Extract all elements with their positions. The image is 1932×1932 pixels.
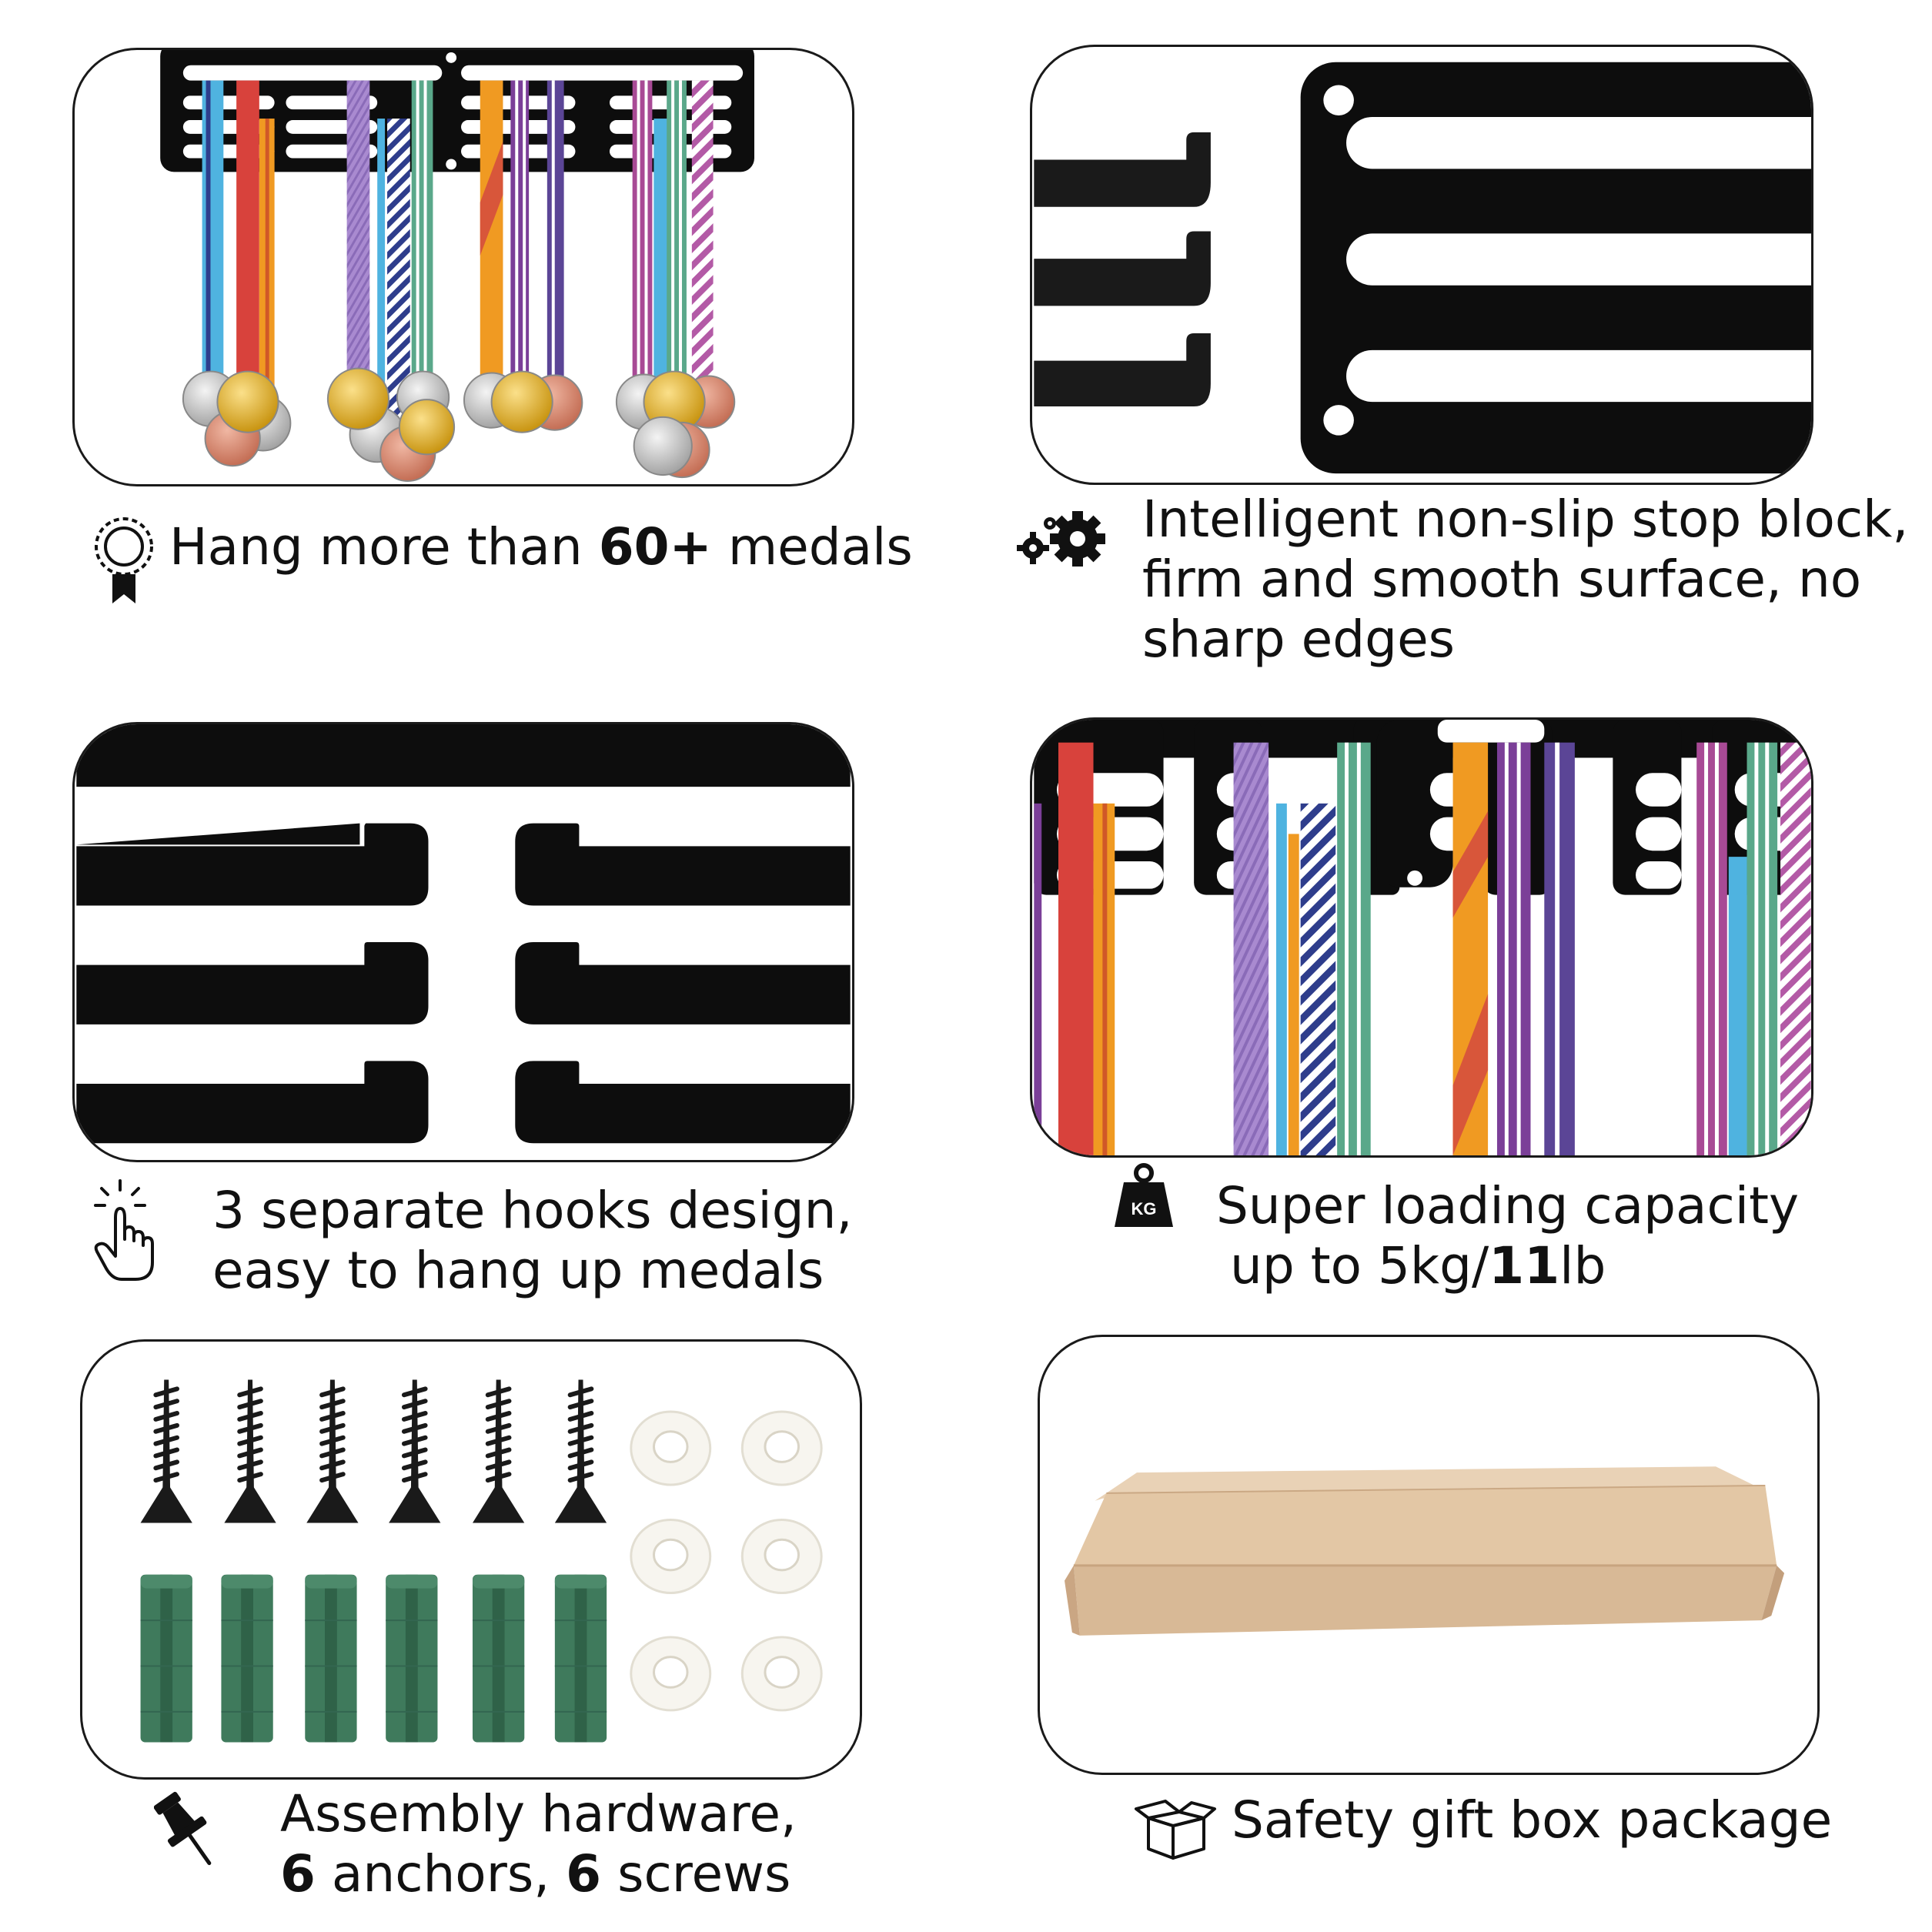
- medal-rack-illustration: [160, 50, 754, 483]
- left-hooks: [76, 823, 429, 1144]
- hook-arms: [1034, 132, 1211, 407]
- caption-hardware-screws-count: 6: [566, 1844, 602, 1904]
- caption-capacity-line1: Super loading capacity: [1216, 1176, 1800, 1235]
- screws-row: [141, 1379, 607, 1523]
- caption-hardware-anchors-count: 6: [280, 1844, 316, 1904]
- caption-hooks-line1: 3 separate hooks design,: [212, 1181, 853, 1240]
- box-top: [1073, 1485, 1777, 1566]
- caption-hooks-line2: easy to hang up medals: [212, 1241, 824, 1300]
- ribbons-closeup: [1034, 742, 1811, 1155]
- stop-block-illustration: [1034, 62, 1811, 474]
- hardware-photo-panel: [80, 1339, 862, 1780]
- tap-hand-icon: [91, 1178, 160, 1282]
- stop-block-closeup-panel: [1030, 45, 1813, 485]
- washers-grid: [630, 1410, 823, 1712]
- caption-hardware-anchors-label: anchors,: [315, 1844, 567, 1904]
- anchors-row: [139, 1573, 608, 1743]
- medals-cluster: [182, 367, 736, 483]
- caption-gift-box: Safety gift box package: [1232, 1790, 1832, 1850]
- caption-medal-count-pre: Hang more than: [169, 517, 599, 577]
- ribbons-group-4: [632, 80, 714, 423]
- kg-label: KG: [1131, 1199, 1157, 1218]
- caption-capacity: Super loading capacity up to 5kg/11lb: [1216, 1176, 1799, 1296]
- gears-icon: [1010, 508, 1110, 573]
- caption-hardware: Assembly hardware, 6 anchors, 6 screws: [280, 1784, 797, 1904]
- caption-hardware-screws-label: screws: [601, 1844, 791, 1904]
- top-bar: [76, 724, 851, 787]
- caption-capacity-line2: up to 5kg/11lb: [1216, 1236, 1799, 1296]
- medal-rack-photo-panel: [72, 48, 854, 486]
- ribbons-group-2: [346, 80, 433, 423]
- caption-capacity-pre: up to 5kg/: [1230, 1236, 1489, 1295]
- caption-medal-count: Hang more than 60+ medals: [169, 517, 913, 577]
- box-front: [1073, 1565, 1777, 1636]
- caption-capacity-number: 11: [1489, 1236, 1560, 1295]
- ribbons-closeup-panel: [1030, 717, 1813, 1158]
- caption-non-slip-line1: Intelligent non-slip stop block,: [1142, 490, 1909, 549]
- right-hooks: [515, 823, 851, 1144]
- hooks-illustration: [76, 724, 851, 1144]
- caption-hardware-line1: Assembly hardware,: [280, 1784, 797, 1843]
- push-pin-icon: [154, 1787, 219, 1874]
- ribbons-group-3: [480, 80, 564, 416]
- caption-gift-box-text: Safety gift box package: [1232, 1790, 1833, 1850]
- caption-hardware-line2: 6 anchors, 6 screws: [280, 1844, 797, 1904]
- caption-capacity-post: lb: [1559, 1236, 1606, 1295]
- ribbons-group-1: [202, 80, 275, 423]
- caption-non-slip-line2: firm and smooth surface, no: [1142, 550, 1862, 609]
- open-box-icon: [1133, 1792, 1218, 1861]
- ribbons-illustration: [1034, 720, 1811, 1155]
- kg-weight-icon: KG: [1113, 1162, 1175, 1230]
- gift-box-illustration: [1065, 1466, 1785, 1636]
- caption-hooks: 3 separate hooks design, easy to hang up…: [212, 1181, 852, 1301]
- hardware-illustration: [82, 1342, 823, 1743]
- gift-box-photo-panel: [1038, 1335, 1820, 1775]
- hooks-closeup-panel: [72, 722, 854, 1162]
- caption-non-slip-line3: sharp edges: [1142, 610, 1456, 669]
- plate-slots: [1323, 85, 1811, 436]
- rosette-medal-icon: [94, 514, 154, 605]
- caption-non-slip: Intelligent non-slip stop block, firm an…: [1142, 490, 1908, 670]
- caption-medal-count-post: medals: [711, 517, 913, 577]
- caption-medal-count-number: 60+: [598, 517, 712, 577]
